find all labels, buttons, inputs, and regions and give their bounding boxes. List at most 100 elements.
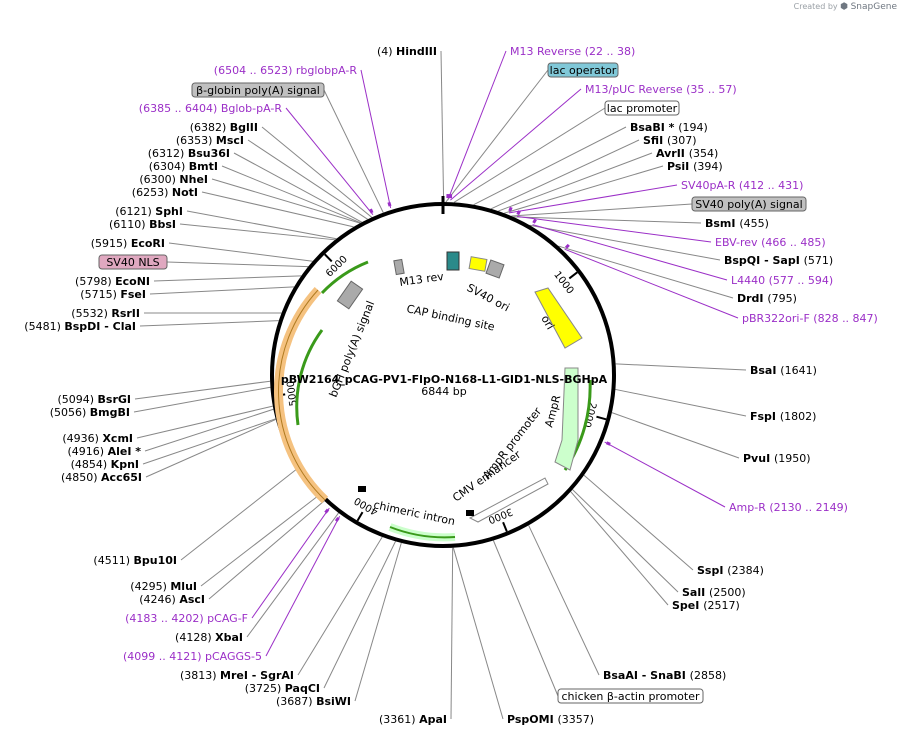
restriction-site-label[interactable]: (5056) BmgBI bbox=[50, 406, 130, 419]
orf-arc-orange[interactable] bbox=[274, 286, 329, 504]
restriction-site-label[interactable]: (4936) XcmI bbox=[62, 432, 133, 445]
restriction-site-label[interactable]: BsaI (1641) bbox=[750, 364, 817, 377]
primer-label[interactable]: pBR322ori-F (828 .. 847) bbox=[742, 312, 878, 325]
leader-line bbox=[208, 500, 325, 600]
restriction-site-label[interactable]: (5915) EcoRI bbox=[91, 237, 165, 250]
leader-line bbox=[604, 441, 726, 508]
leader-line bbox=[447, 50, 507, 201]
restriction-site-label[interactable]: (5532) RsrII bbox=[71, 307, 140, 320]
restriction-site-label[interactable]: (4128) XbaI bbox=[175, 631, 243, 644]
intron-arc[interactable] bbox=[389, 526, 456, 539]
restriction-site-label[interactable]: PvuI (1950) bbox=[743, 452, 811, 465]
restriction-site-label[interactable]: FspI (1802) bbox=[750, 410, 816, 423]
restriction-site-label[interactable]: (5094) BsrGI bbox=[57, 393, 131, 406]
site-position: (4128) bbox=[175, 631, 215, 644]
restriction-site-label[interactable]: (4850) Acc65I bbox=[61, 471, 142, 484]
restriction-site-label[interactable]: BsaBI * (194) bbox=[630, 121, 708, 134]
restriction-site-label[interactable]: (6304) BmtI bbox=[149, 160, 218, 173]
leader-line bbox=[179, 223, 336, 241]
restriction-site-label[interactable]: BsaAI - SnaBI (2858) bbox=[603, 669, 726, 682]
bgh-polya-box[interactable] bbox=[336, 280, 364, 310]
primer-label[interactable]: L4440 (577 .. 594) bbox=[731, 274, 833, 287]
sv40-ori-gray[interactable] bbox=[485, 259, 505, 279]
restriction-site-label[interactable]: PspOMI (3357) bbox=[507, 713, 594, 726]
cmv-enhancer-arrow[interactable] bbox=[468, 477, 549, 523]
lac-operator-box[interactable] bbox=[446, 251, 460, 271]
restriction-site-label[interactable]: SfiI (307) bbox=[643, 134, 697, 147]
site-name: BspDI - ClaI bbox=[64, 320, 136, 333]
primer-range: (577 .. 594) bbox=[769, 274, 834, 287]
restriction-site-label[interactable]: (4854) KpnI bbox=[71, 458, 139, 471]
sv40-ori-yellow[interactable] bbox=[468, 256, 488, 272]
leader-line bbox=[323, 89, 384, 213]
feature-box[interactable] bbox=[547, 62, 619, 78]
restriction-site-label[interactable]: (4246) AscI bbox=[139, 593, 205, 606]
restriction-site-label[interactable]: (3813) MreI - SgrAI bbox=[180, 669, 294, 682]
primer-label[interactable]: M13 Reverse (22 .. 38) bbox=[510, 45, 635, 58]
feature-box[interactable] bbox=[98, 254, 168, 270]
feature-box[interactable] bbox=[191, 82, 325, 98]
leader-line bbox=[201, 191, 354, 228]
primer-label[interactable]: M13/pUC Reverse (35 .. 57) bbox=[585, 83, 737, 96]
restriction-site-label[interactable]: BspQI - SapI (571) bbox=[724, 254, 833, 267]
leader-line bbox=[570, 491, 669, 606]
restriction-site-label[interactable]: (4295) MluI bbox=[130, 580, 197, 593]
leader-line bbox=[139, 320, 279, 327]
restriction-site-label[interactable]: AvrII (354) bbox=[656, 147, 718, 160]
restriction-site-label[interactable]: (3687) BsiWI bbox=[276, 695, 351, 708]
leader-line bbox=[450, 88, 582, 201]
feature-chimeric-intron: chimeric intron bbox=[372, 498, 456, 528]
site-name: MreI - SgrAI bbox=[220, 669, 294, 682]
restriction-site-label[interactable]: (5798) EcoNI bbox=[75, 275, 150, 288]
site-position: (6304) bbox=[149, 160, 189, 173]
restriction-site-label[interactable]: SspI (2384) bbox=[697, 564, 764, 577]
feature-box[interactable] bbox=[604, 100, 680, 116]
restriction-site-label[interactable]: (6300) NheI bbox=[139, 173, 208, 186]
ori-arrow[interactable] bbox=[534, 287, 583, 349]
primer-name: SV40pA-R bbox=[681, 179, 739, 192]
primer-label[interactable]: Amp-R (2130 .. 2149) bbox=[729, 501, 848, 514]
primer-label[interactable]: SV40pA-R (412 .. 431) bbox=[681, 179, 803, 192]
restriction-site-label[interactable]: (3361) ApaI bbox=[379, 713, 447, 726]
site-name: BsiWI bbox=[316, 695, 351, 708]
feature-box[interactable] bbox=[557, 688, 704, 704]
site-position: (6312) bbox=[148, 147, 188, 160]
feature-box[interactable] bbox=[691, 196, 807, 212]
restriction-site-label[interactable]: (3725) PaqCI bbox=[245, 682, 320, 695]
green-arc-top bbox=[320, 260, 369, 295]
primer-label[interactable]: (6504 .. 6523) rbglobpA-R bbox=[214, 64, 358, 77]
restriction-site-label[interactable]: (6110) BbsI bbox=[109, 218, 176, 231]
restriction-site-label[interactable]: (4) HindIII bbox=[377, 45, 437, 58]
m13-rev-box[interactable] bbox=[393, 258, 405, 276]
feature-m13-rev: M13 rev bbox=[399, 270, 445, 289]
feature-box-label: chicken β-actin promoter bbox=[562, 690, 700, 703]
restriction-site-label[interactable]: (6382) BglII bbox=[190, 121, 258, 134]
site-name: SfiI bbox=[643, 134, 667, 147]
leader-line bbox=[261, 126, 373, 218]
intron-marker bbox=[358, 486, 366, 492]
primer-label[interactable]: (4099 .. 4121) pCAGGS-5 bbox=[123, 650, 262, 663]
restriction-site-label[interactable]: SalI (2500) bbox=[682, 586, 746, 599]
restriction-site-label[interactable]: BsmI (455) bbox=[705, 217, 769, 230]
restriction-site-label[interactable]: (6253) NotI bbox=[132, 186, 198, 199]
restriction-site-label[interactable]: (6312) Bsu36I bbox=[148, 147, 230, 160]
leader-line bbox=[186, 210, 337, 240]
primer-name: pCAGGS-5 bbox=[205, 650, 262, 663]
restriction-site-label[interactable]: (5715) FseI bbox=[80, 288, 146, 301]
restriction-site-label[interactable]: (6121) SphI bbox=[115, 205, 183, 218]
leader-line bbox=[233, 152, 363, 223]
primer-label[interactable]: EBV-rev (466 .. 485) bbox=[715, 236, 826, 249]
restriction-site-label[interactable]: (4511) Bpu10I bbox=[93, 554, 177, 567]
leader-line bbox=[246, 512, 339, 638]
primer-range: (4183 .. 4202) bbox=[125, 612, 207, 625]
restriction-site-label[interactable]: SpeI (2517) bbox=[672, 599, 740, 612]
restriction-site-label[interactable]: PsiI (394) bbox=[667, 160, 723, 173]
scale-tick bbox=[568, 271, 578, 280]
restriction-site-label[interactable]: (6353) MscI bbox=[176, 134, 244, 147]
restriction-site-label[interactable]: DrdI (795) bbox=[737, 292, 797, 305]
restriction-site-label[interactable]: (5481) BspDI - ClaI bbox=[24, 320, 136, 333]
ampr-arrow[interactable] bbox=[554, 367, 579, 471]
primer-label[interactable]: (4183 .. 4202) pCAG-F bbox=[125, 612, 248, 625]
primer-label[interactable]: (6385 .. 6404) Bglob-pA-R bbox=[139, 102, 283, 115]
restriction-site-label[interactable]: (4916) AleI * bbox=[68, 445, 142, 458]
